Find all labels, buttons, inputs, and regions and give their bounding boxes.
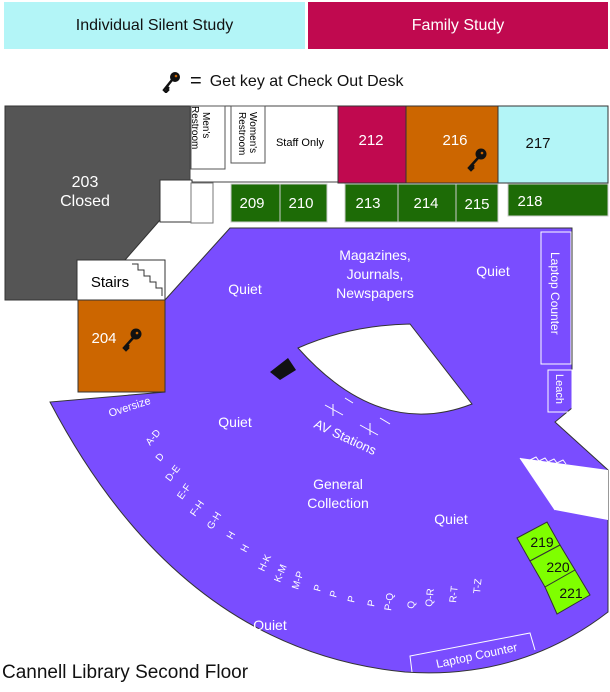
womens-restroom-label: Women'sRestroom: [236, 112, 258, 155]
mens-restroom: [190, 105, 226, 170]
call-number-range: P: [346, 594, 358, 603]
map-title: Cannell Library Second Floor: [2, 662, 249, 683]
room-214: [397, 183, 457, 223]
quiet-label: Quiet: [218, 414, 252, 430]
closet: [159, 179, 193, 223]
room-203-number: 203: [72, 174, 99, 191]
room-217-number: 217: [525, 135, 550, 152]
call-number-range: T-Z: [472, 578, 485, 594]
equals-sign: =: [190, 70, 202, 92]
key-note-text: Get key at Check Out Desk: [209, 72, 404, 90]
key-icon: [162, 71, 180, 93]
stairs-right-label: Stairs: [544, 476, 580, 492]
room-210-number: 210: [288, 195, 313, 212]
quiet-label: Quiet: [476, 263, 510, 279]
laptop-counter-bottom: [409, 632, 536, 673]
key-legend: = Get key at Check Out Desk: [160, 70, 404, 93]
stairs-label: Stairs: [91, 274, 129, 291]
legend-individual-silent-study: Individual Silent Study: [4, 2, 305, 49]
call-number-range: P-Q: [383, 592, 396, 611]
legend-family-study: Family Study: [308, 2, 608, 49]
room-213-number: 213: [355, 195, 380, 212]
room-213: [344, 183, 399, 223]
call-number-range: P: [366, 599, 378, 608]
general-collection-area: [49, 227, 609, 674]
quiet-label: Quiet: [228, 281, 262, 297]
stairs-right: [520, 458, 608, 520]
room-204-number: 204: [91, 330, 116, 347]
pillar: [270, 358, 296, 380]
call-number-range: H: [239, 543, 252, 555]
call-number-range: P: [328, 589, 340, 599]
atrium-opening: [297, 323, 473, 415]
call-number-range: P: [312, 583, 324, 593]
room-215-number: 215: [464, 196, 489, 213]
room-216-number: 216: [442, 132, 467, 149]
av-stations: [324, 397, 391, 436]
quiet-label: Quiet: [253, 617, 287, 633]
room-218-number: 218: [517, 193, 542, 210]
mens-restroom-label: Men'sRestroom: [189, 106, 211, 149]
legend-label: Family Study: [411, 16, 505, 34]
room-217: [497, 105, 609, 184]
room-214-number: 214: [413, 195, 438, 212]
room-209: [230, 183, 281, 223]
room-212: [337, 105, 407, 184]
staff-only-label: Staff Only: [276, 137, 325, 149]
room-221-number: 221: [559, 585, 583, 601]
call-number-range: M-P: [290, 570, 306, 591]
room-203-status: Closed: [60, 193, 110, 210]
magazines-label: Magazines,Journals,Newspapers: [336, 247, 414, 301]
call-number-range: Q-R: [424, 588, 437, 607]
room-204: [77, 299, 166, 393]
room-209-number: 209: [239, 195, 264, 212]
womens-restroom: [230, 105, 266, 164]
room-218: [507, 183, 609, 217]
laptop-counter-label: Laptop Counter: [548, 252, 562, 335]
room-215: [455, 183, 499, 223]
room-212-number: 212: [358, 132, 383, 149]
quiet-label: Quiet: [434, 511, 468, 527]
room-221: [544, 569, 591, 615]
call-number-range: R-T: [448, 586, 461, 604]
laptop-counter-right: [540, 231, 572, 365]
room-220-number: 220: [546, 559, 570, 575]
closet: [190, 182, 214, 224]
leach-label: Leach: [553, 374, 565, 404]
leach-counter: [547, 369, 573, 413]
call-number-range: H: [225, 530, 238, 542]
call-number-range: Q: [406, 600, 418, 609]
room-219-number: 219: [530, 534, 554, 550]
room-216: [405, 105, 499, 184]
room-210: [279, 183, 328, 223]
legend-label: Individual Silent Study: [75, 16, 234, 34]
